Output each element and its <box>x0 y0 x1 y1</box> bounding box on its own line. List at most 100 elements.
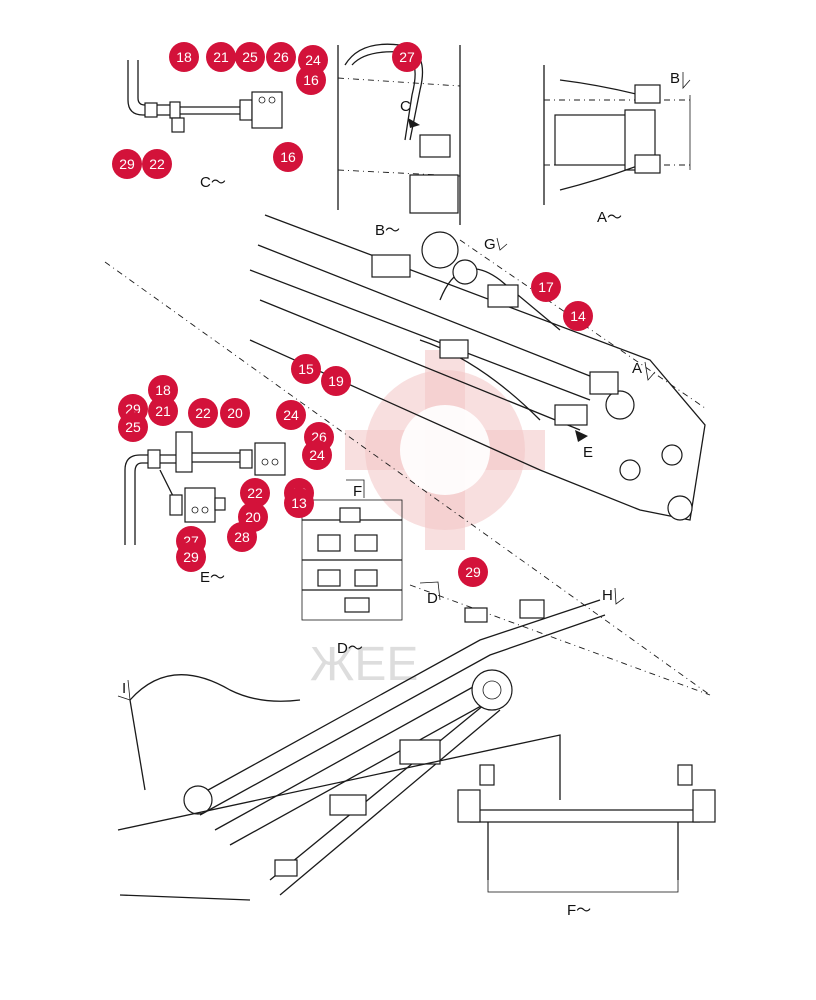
callout-badge <box>458 557 488 587</box>
callout-16: 16 <box>273 142 303 172</box>
callout-number: 21 <box>213 49 229 65</box>
watermark-text: ЖЕЕ <box>310 638 418 691</box>
boom-assembly-lower: D～ <box>117 584 711 901</box>
view-a-label: A～ <box>597 209 622 226</box>
callout-number: 18 <box>176 49 192 65</box>
callout-26: 26 <box>266 42 296 72</box>
callout-number: 20 <box>245 509 261 525</box>
callout-18: 18 <box>148 375 178 405</box>
callout-number: 28 <box>234 529 250 545</box>
callout-badge <box>266 42 296 72</box>
callout-badge <box>273 142 303 172</box>
callout-number: 21 <box>155 403 171 419</box>
callout-badge <box>220 398 250 428</box>
svg-text:I: I <box>122 680 126 697</box>
arrow-marker-a: A <box>632 360 656 381</box>
callout-19: 19 <box>321 366 351 396</box>
callout-badge <box>118 412 148 442</box>
arrow-marker-h: H <box>602 587 625 605</box>
callout-number: 14 <box>570 308 586 324</box>
view-f-detail: F～ <box>457 764 716 919</box>
callout-badge <box>235 42 265 72</box>
callout-badge <box>284 488 314 518</box>
boom-assembly-upper <box>104 214 711 696</box>
callout-number: 25 <box>242 49 258 65</box>
arrow-marker-b: B <box>670 70 691 90</box>
callout-badge <box>296 65 326 95</box>
callout-badge <box>176 542 206 572</box>
callout-badge <box>276 400 306 430</box>
callout-number: 16 <box>280 149 296 165</box>
view-b-detail: B～ <box>337 43 461 239</box>
view-e-label: E～ <box>200 569 225 586</box>
arrow-marker-i: I <box>117 679 131 701</box>
arrow-marker-c: C <box>400 98 411 115</box>
callout-badge <box>148 396 178 426</box>
arrow-markers: B G A H D F I C E <box>117 70 691 701</box>
view-d-label: D～ <box>337 640 363 657</box>
callout-29: 29 <box>458 557 488 587</box>
svg-text:A: A <box>632 360 642 377</box>
view-e-detail: E～ <box>124 431 286 586</box>
arrow-marker-g: G <box>484 236 508 253</box>
callout-number: 29 <box>465 564 481 580</box>
callout-number: 25 <box>125 419 141 435</box>
view-f-label: F～ <box>567 902 591 919</box>
svg-text:D: D <box>427 590 438 607</box>
callout-badge <box>563 301 593 331</box>
callout-badge <box>169 42 199 72</box>
callout-29: 29 <box>112 149 142 179</box>
callout-22: 22 <box>142 149 172 179</box>
callout-number: 18 <box>155 382 171 398</box>
callout-22: 22 <box>240 478 270 508</box>
callout-number: 24 <box>309 447 325 463</box>
callout-24: 24 <box>276 400 306 430</box>
callout-badge <box>291 354 321 384</box>
callout-25: 25 <box>235 42 265 72</box>
view-c-detail: C～ <box>127 60 283 191</box>
svg-text:H: H <box>602 587 613 604</box>
callout-number: 22 <box>247 485 263 501</box>
callout-16: 16 <box>296 65 326 95</box>
callout-27: 27 <box>392 42 422 72</box>
view-f-small-detail <box>301 499 403 621</box>
callout-badge <box>112 149 142 179</box>
callout-number: 24 <box>305 52 321 68</box>
callout-badge <box>321 366 351 396</box>
arrow-marker-d: D <box>419 581 441 607</box>
callout-badge <box>302 440 332 470</box>
callout-number: 29 <box>119 156 135 172</box>
callout-number: 19 <box>328 373 344 389</box>
callout-badge <box>188 398 218 428</box>
svg-text:C: C <box>400 98 411 115</box>
callout-22: 22 <box>188 398 218 428</box>
callout-badge <box>240 478 270 508</box>
callout-20: 20 <box>220 398 250 428</box>
svg-text:F: F <box>353 483 362 500</box>
callout-17: 17 <box>531 272 561 302</box>
svg-text:G: G <box>484 236 496 253</box>
callout-number: 20 <box>227 405 243 421</box>
callout-number: 22 <box>195 405 211 421</box>
svg-text:B: B <box>670 70 680 87</box>
callout-badge <box>206 42 236 72</box>
callout-number: 24 <box>283 407 299 423</box>
callout-number: 16 <box>303 72 319 88</box>
callout-13: 13 <box>284 488 314 518</box>
callout-25: 25 <box>118 412 148 442</box>
callout-number: 29 <box>183 549 199 565</box>
callout-14: 14 <box>563 301 593 331</box>
callout-21: 21 <box>206 42 236 72</box>
callout-number: 13 <box>291 495 307 511</box>
callout-29: 29 <box>176 542 206 572</box>
callout-badge <box>392 42 422 72</box>
callout-15: 15 <box>291 354 321 384</box>
callout-number: 17 <box>538 279 554 295</box>
callout-layer: 18 21 25 26 24 16 27 29 22 16 17 14 15 19 29 18 21 22 20 24… <box>112 42 593 587</box>
view-a-detail: A～ <box>543 65 691 226</box>
callout-badge <box>531 272 561 302</box>
callout-number: 15 <box>298 361 314 377</box>
arrow-marker-f: F <box>346 479 365 500</box>
callout-badge <box>227 522 257 552</box>
view-c-label: C～ <box>200 174 226 191</box>
